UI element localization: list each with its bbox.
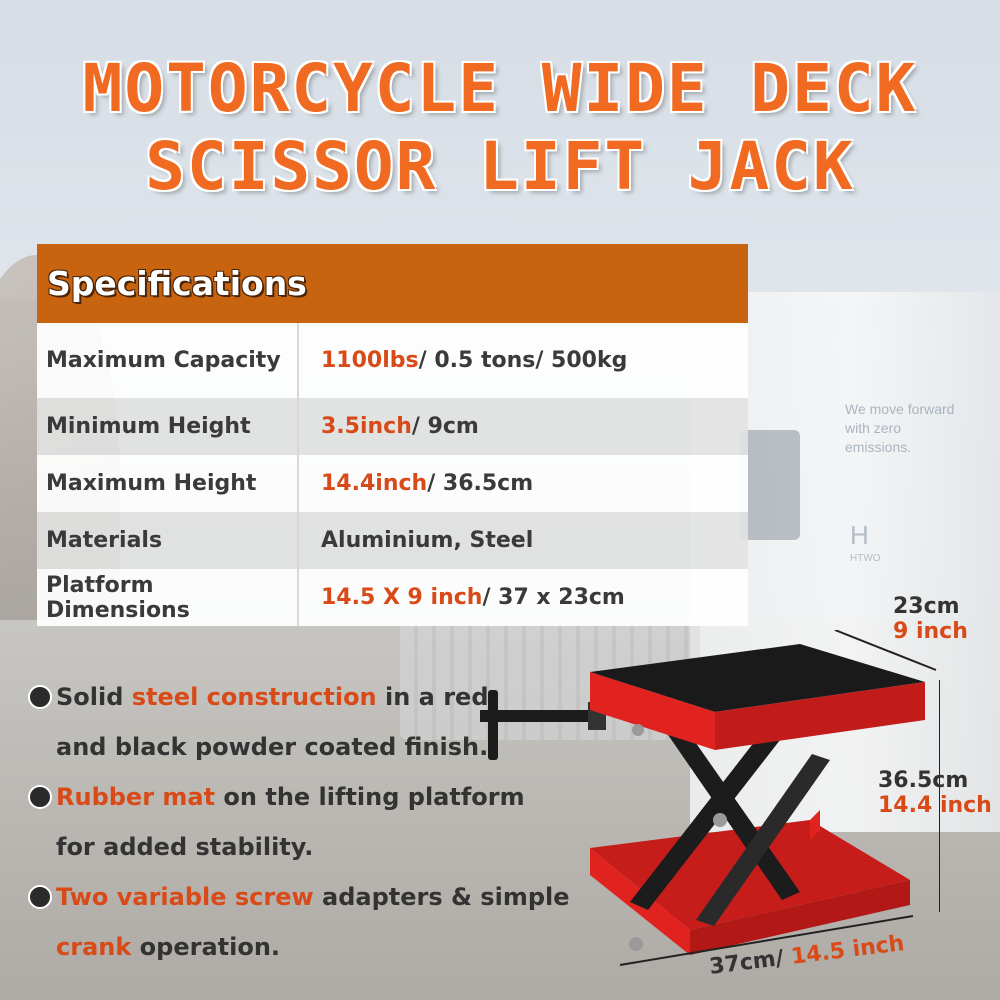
feature-text: and black powder coated finish. — [56, 733, 489, 761]
page-title: MOTORCYCLE WIDE DECK SCISSOR LIFT JACK — [0, 50, 1000, 206]
spec-label: Minimum Height — [37, 398, 299, 455]
feature-list: Solid steel construction in a red and bl… — [28, 672, 588, 972]
feature-text: for added stability. — [56, 833, 314, 861]
height-cm: 36.5cm — [878, 768, 969, 793]
feature-highlight: Two variable screw — [56, 883, 314, 911]
specifications-header: Specifications — [37, 244, 748, 323]
height-dimension-label: 36.5cm 14.4 inch — [878, 768, 992, 818]
spec-row: Platform Dimensions 14.5 X 9 inch/ 37 x … — [37, 569, 748, 626]
spec-label: Materials — [37, 512, 299, 569]
pivot-bolt-icon — [713, 813, 727, 827]
base-tray-side — [690, 880, 910, 955]
scissor-arm — [696, 754, 830, 926]
spec-label: Maximum Capacity — [37, 323, 299, 398]
spec-row: Minimum Height 3.5inch/ 9cm — [37, 398, 748, 455]
platform-side — [715, 682, 925, 750]
scissor-arm — [630, 732, 780, 910]
truck-slogan: We move forward with zero emissions. — [845, 401, 955, 455]
bolt-icon — [629, 937, 643, 951]
base-tray-floor — [590, 820, 910, 930]
spec-value: 1100lbs/ 0.5 tons/ 500kg — [299, 348, 627, 373]
bolt-icon — [632, 724, 644, 736]
width-dimension-label: 23cm 9 inch — [893, 594, 968, 644]
scissor-arm — [666, 726, 800, 900]
spec-label: Maximum Height — [37, 455, 299, 512]
spec-row: Materials Aluminium, Steel — [37, 512, 748, 569]
width-inch: 9 inch — [893, 619, 968, 644]
base-tray-back — [810, 810, 820, 840]
spec-value-highlight: 1100lbs — [321, 348, 419, 373]
feature-highlight: crank — [56, 933, 132, 961]
width-dimension-line — [834, 630, 937, 671]
truck-window — [740, 430, 800, 540]
spec-value-rest: / 9cm — [411, 414, 479, 439]
feature-text: Solid — [56, 683, 132, 711]
height-inch: 14.4 inch — [878, 793, 992, 818]
feature-text: adapters & simple — [313, 883, 570, 911]
feature-text: on the lifting platform — [215, 783, 525, 811]
feature-text: in a red — [376, 683, 489, 711]
spec-value: 14.5 X 9 inch/ 37 x 23cm — [299, 585, 625, 610]
scissor-jack-illustration — [480, 630, 940, 966]
spec-value: 14.4inch/ 36.5cm — [299, 471, 533, 496]
spec-value-rest: / 36.5cm — [427, 471, 534, 496]
feature-item: Solid steel construction in a red and bl… — [28, 672, 588, 772]
specifications-heading: Specifications — [47, 264, 307, 303]
spec-value-rest: / 37 x 23cm — [482, 585, 625, 610]
feature-highlight: Rubber mat — [56, 783, 216, 811]
feature-item: Two variable screw adapters & simple cra… — [28, 872, 588, 972]
width-cm: 23cm — [893, 594, 960, 619]
truck-logo: H — [850, 520, 869, 550]
spec-value-highlight: 14.5 X 9 inch — [321, 585, 483, 610]
rubber-mat — [590, 644, 925, 712]
spec-value-highlight: 3.5inch — [321, 414, 412, 439]
bullet-dot-icon — [28, 885, 52, 909]
spec-value-rest: Aluminium, Steel — [321, 528, 534, 553]
title-line-1: MOTORCYCLE WIDE DECK — [82, 50, 918, 127]
spec-value-rest: / 0.5 tons/ 500kg — [418, 348, 628, 373]
crank-handle — [488, 690, 498, 760]
spec-value-highlight: 14.4inch — [321, 471, 428, 496]
truck-logo-sub: HTWO — [850, 553, 881, 564]
platform-front — [590, 672, 715, 750]
spec-value: Aluminium, Steel — [299, 528, 533, 553]
crank-rod — [480, 710, 595, 722]
feature-highlight: steel construction — [131, 683, 377, 711]
bullet-dot-icon — [28, 685, 52, 709]
feature-text: operation. — [131, 933, 281, 961]
spec-row: Maximum Height 14.4inch/ 36.5cm — [37, 455, 748, 512]
spec-value: 3.5inch/ 9cm — [299, 414, 479, 439]
spec-label: Platform Dimensions — [37, 569, 299, 626]
feature-item: Rubber mat on the lifting platform for a… — [28, 772, 588, 872]
length-dimension-line — [619, 915, 914, 966]
bullet-dot-icon — [28, 785, 52, 809]
spec-row: Maximum Capacity 1100lbs/ 0.5 tons/ 500k… — [37, 323, 748, 398]
specifications-table: Specifications Maximum Capacity 1100lbs/… — [37, 244, 748, 626]
title-line-2: SCISSOR LIFT JACK — [145, 128, 855, 205]
